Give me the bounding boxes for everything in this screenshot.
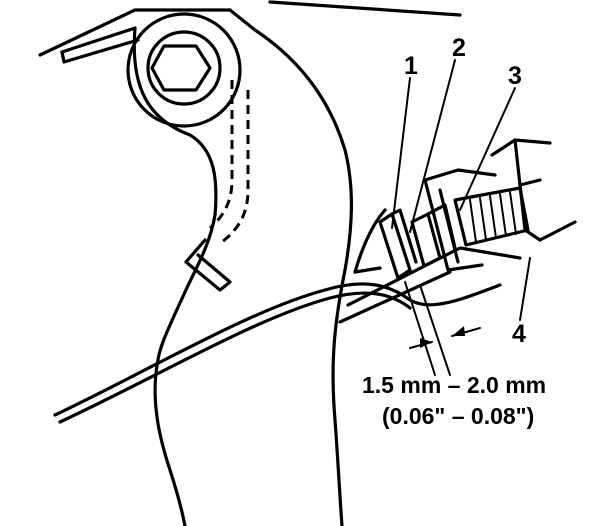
wire-rod <box>53 282 502 424</box>
door-edge <box>338 208 522 324</box>
measurement-imperial: (0.06" – 0.08") <box>382 403 535 429</box>
pivot-bolt <box>126 12 242 128</box>
callout-1: 1 <box>404 52 418 80</box>
callout-2: 2 <box>452 34 466 62</box>
top-cover-plate <box>38 0 462 64</box>
callout-4: 4 <box>512 320 526 348</box>
measurement-metric: 1.5 mm – 2.0 mm <box>362 372 547 398</box>
adjuster-assembly <box>378 138 577 280</box>
clearance-dimension <box>404 281 481 376</box>
leader-lines <box>391 59 531 321</box>
latch-arm <box>132 26 353 526</box>
callout-3: 3 <box>508 62 522 90</box>
